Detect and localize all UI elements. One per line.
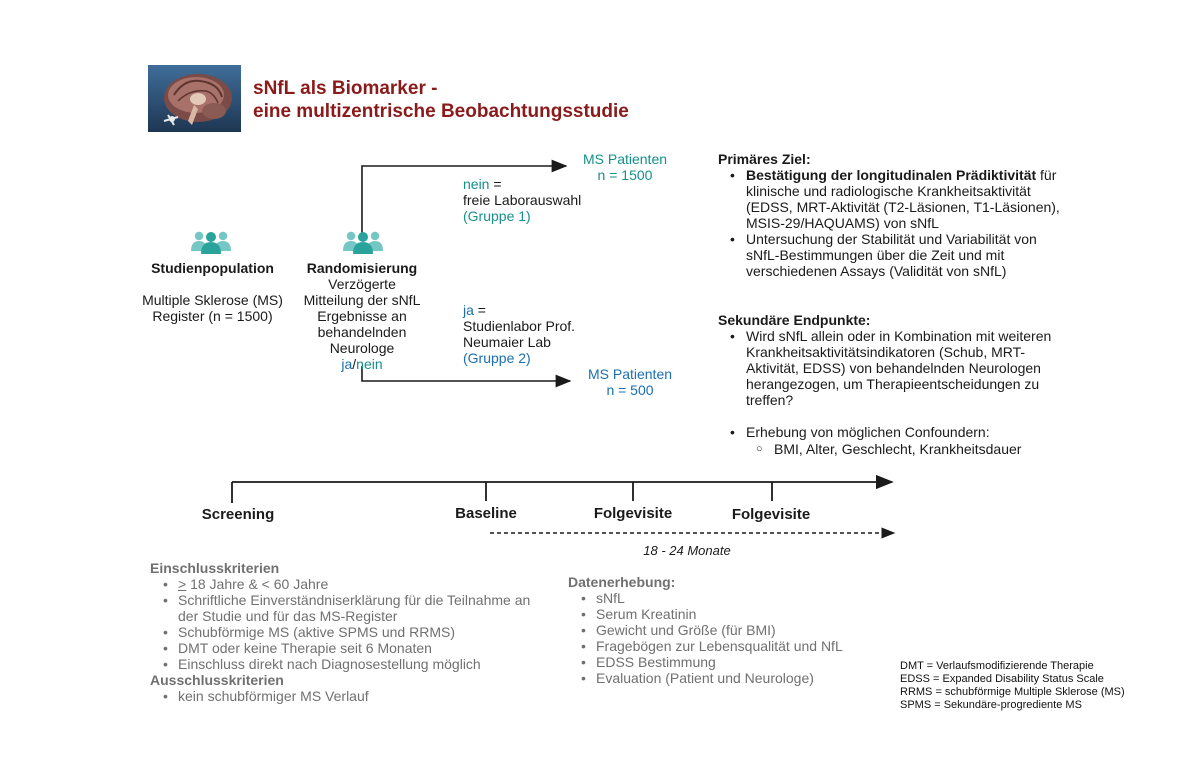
- einschluss-heading: Einschlusskriterien: [150, 560, 280, 576]
- list-item: Serum Kreatinin: [568, 606, 868, 622]
- list-item: Untersuchung der Stabilität und Variabil…: [718, 231, 1063, 279]
- abbreviation-legend: DMT = Verlaufsmodifizierende Therapie ED…: [900, 660, 1160, 712]
- branch-ja-arrow: [361, 366, 572, 388]
- ms-patienten-count: n = 1500: [597, 167, 653, 183]
- ausschluss-heading: Ausschlusskriterien: [150, 672, 284, 688]
- abbreviation-entry: DMT = Verlaufsmodifizierende Therapie: [900, 660, 1094, 672]
- randomisierung-line: Mitteilung der sNfL: [303, 292, 421, 308]
- datenerhebung-section: Datenerhebung: sNfL Serum Kreatinin Gewi…: [568, 574, 868, 686]
- branch-nein-desc: freie Laborauswahl: [463, 192, 582, 208]
- list-item: Gewicht und Größe (für BMI): [568, 622, 868, 638]
- list-item: sNfL: [568, 590, 868, 606]
- list-item: Einschluss direkt nach Diagnosestellung …: [150, 656, 535, 672]
- randomisierung-block: Randomisierung Verzögerte Mitteilung der…: [291, 260, 433, 372]
- randomisierung-line: behandelnden: [317, 324, 407, 340]
- studienpopulation-heading: Studienpopulation: [151, 260, 274, 276]
- option-ja: ja: [341, 356, 353, 372]
- datenerhebung-heading: Datenerhebung:: [568, 574, 676, 590]
- abbreviation-entry: RRMS = schubförmige Multiple Sklerose (M…: [900, 686, 1125, 698]
- ms-patienten-count: n = 500: [606, 382, 654, 398]
- branch-nein-eq: =: [489, 176, 502, 192]
- timeline-label-baseline: Baseline: [455, 505, 517, 522]
- einschluss-item-text: 18 Jahre & < 60 Jahre: [186, 576, 329, 592]
- title-line-2: eine multizentrische Beobachtungsstudie: [253, 101, 629, 122]
- list-item: DMT oder keine Therapie seit 6 Monaten: [150, 640, 535, 656]
- list-item: Evaluation (Patient und Neurologe): [568, 670, 868, 686]
- branch-nein-label: nein = freie Laborauswahl (Gruppe 1): [463, 176, 581, 224]
- list-item: Schriftliche Einverständniserklärung für…: [150, 592, 535, 624]
- list-item: Fragebögen zur Lebensqualität und NfL: [568, 638, 868, 654]
- option-separator: /: [352, 356, 357, 372]
- primaeres-ziel-section: Primäres Ziel: Bestätigung der longitudi…: [718, 151, 1063, 279]
- list-item: Schubförmige MS (aktive SPMS und RRMS): [150, 624, 535, 640]
- branch-ja-key: ja: [463, 302, 474, 318]
- primaeres-ziel-item-emphasis: Bestätigung der longitudinalen Prädiktiv…: [746, 167, 1037, 183]
- branch-ja-desc-1: Studienlabor Prof.: [463, 318, 576, 334]
- branch-nein-key: nein: [463, 176, 490, 192]
- list-item: kein schubförmiger MS Verlauf: [150, 688, 535, 704]
- branch-nein-arrow: [361, 159, 568, 236]
- randomisierung-line: Verzögerte: [328, 276, 396, 292]
- ms-patienten-label: MS Patienten: [582, 151, 668, 167]
- abbreviation-entry: EDSS = Expanded Disability Status Scale: [900, 673, 1104, 685]
- sekundaere-endpunkte-item-text: Erhebung von möglichen Confoundern:: [746, 424, 990, 440]
- ms-patienten-group-1: MS Patienten n = 1500: [565, 151, 685, 183]
- timeline-duration-label: 18 - 24 Monate: [643, 543, 731, 558]
- option-nein: nein: [356, 356, 383, 372]
- randomisierung-line: Neurologe: [329, 340, 395, 356]
- greater-equal-sign: >: [178, 576, 187, 592]
- branch-ja-group: (Gruppe 2): [463, 350, 531, 366]
- list-item: > 18 Jahre & < 60 Jahre: [150, 576, 535, 592]
- branch-ja-desc-2: Neumaier Lab: [463, 334, 551, 350]
- branch-ja-label: ja = Studienlabor Prof. Neumaier Lab (Gr…: [463, 302, 575, 366]
- studienpopulation-line-2: Register (n = 1500): [152, 308, 273, 324]
- primaeres-ziel-heading: Primäres Ziel:: [718, 151, 811, 167]
- list-item: EDSS Bestimmung: [568, 654, 868, 670]
- people-group-icon: [190, 229, 232, 260]
- branch-ja-eq: =: [473, 302, 486, 318]
- studienpopulation-block: Studienpopulation Multiple Sklerose (MS)…: [130, 260, 295, 324]
- timeline-label-folgevisite-2: Folgevisite: [731, 506, 811, 523]
- people-group-icon: [342, 229, 384, 260]
- sekundaere-endpunkte-heading: Sekundäre Endpunkte:: [718, 312, 871, 328]
- list-item: Bestätigung der longitudinalen Prädiktiv…: [718, 167, 1063, 231]
- title-line-1: sNfL als Biomarker -: [253, 78, 438, 99]
- timeline-label-screening: Screening: [201, 506, 275, 523]
- ms-patienten-group-2: MS Patienten n = 500: [570, 366, 690, 398]
- randomisierung-line: Ergebnisse an: [317, 308, 407, 324]
- list-item: Erhebung von möglichen Confoundern: BMI,…: [718, 424, 1063, 457]
- sekundaere-endpunkte-section: Sekundäre Endpunkte: Wird sNfL allein od…: [718, 312, 1063, 457]
- timeline-label-folgevisite-1: Folgevisite: [593, 505, 673, 522]
- randomisierung-heading: Randomisierung: [306, 260, 418, 276]
- einschluss-section: Einschlusskriterien > 18 Jahre & < 60 Ja…: [150, 560, 535, 704]
- studienpopulation-line-1: Multiple Sklerose (MS): [142, 292, 283, 308]
- randomisierung-options: ja/nein: [291, 356, 433, 372]
- list-item: Wird sNfL allein oder in Kombination mit…: [718, 328, 1063, 408]
- abbreviation-entry: SPMS = Sekundäre-progrediente MS: [900, 699, 1082, 711]
- brain-image: [148, 65, 241, 132]
- ms-patienten-label: MS Patienten: [587, 366, 673, 382]
- branch-nein-group: (Gruppe 1): [463, 208, 531, 224]
- sub-list-item: BMI, Alter, Geschlecht, Krankheitsdauer: [746, 441, 1063, 457]
- primaeres-ziel-item-text: für klinische und radiologische Krankhei…: [746, 167, 1060, 231]
